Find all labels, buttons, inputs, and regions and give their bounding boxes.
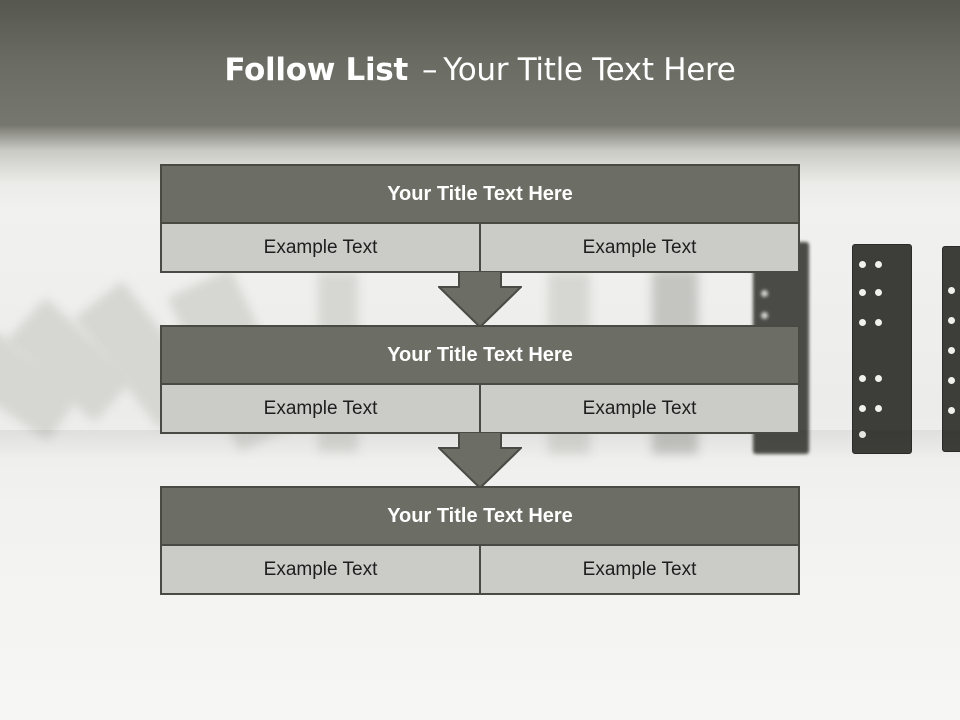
slide-title-dash: –: [421, 52, 438, 88]
block-cell-right: Example Text: [479, 385, 798, 432]
block-title: Your Title Text Here: [162, 166, 798, 224]
slide-title-sub: Your Title Text Here: [443, 52, 736, 88]
block-cell-left: Example Text: [162, 385, 479, 432]
block-cell-left: Example Text: [162, 224, 479, 271]
down-arrow-icon: [438, 271, 522, 329]
slide-title: Follow List–Your Title Text Here: [0, 52, 960, 88]
block-title: Your Title Text Here: [162, 488, 798, 546]
list-block-3: Your Title Text Here Example Text Exampl…: [160, 486, 800, 595]
block-row: Example Text Example Text: [162, 224, 798, 271]
block-cell-right: Example Text: [479, 546, 798, 593]
block-title: Your Title Text Here: [162, 327, 798, 385]
down-arrow-icon: [438, 432, 522, 490]
list-block-1: Your Title Text Here Example Text Exampl…: [160, 164, 800, 273]
list-block-2: Your Title Text Here Example Text Exampl…: [160, 325, 800, 434]
slide-title-main: Follow List: [224, 52, 408, 88]
block-cell-right: Example Text: [479, 224, 798, 271]
domino-icon: [852, 244, 912, 454]
block-row: Example Text Example Text: [162, 546, 798, 593]
domino-icon: [942, 246, 960, 452]
block-row: Example Text Example Text: [162, 385, 798, 432]
block-cell-left: Example Text: [162, 546, 479, 593]
